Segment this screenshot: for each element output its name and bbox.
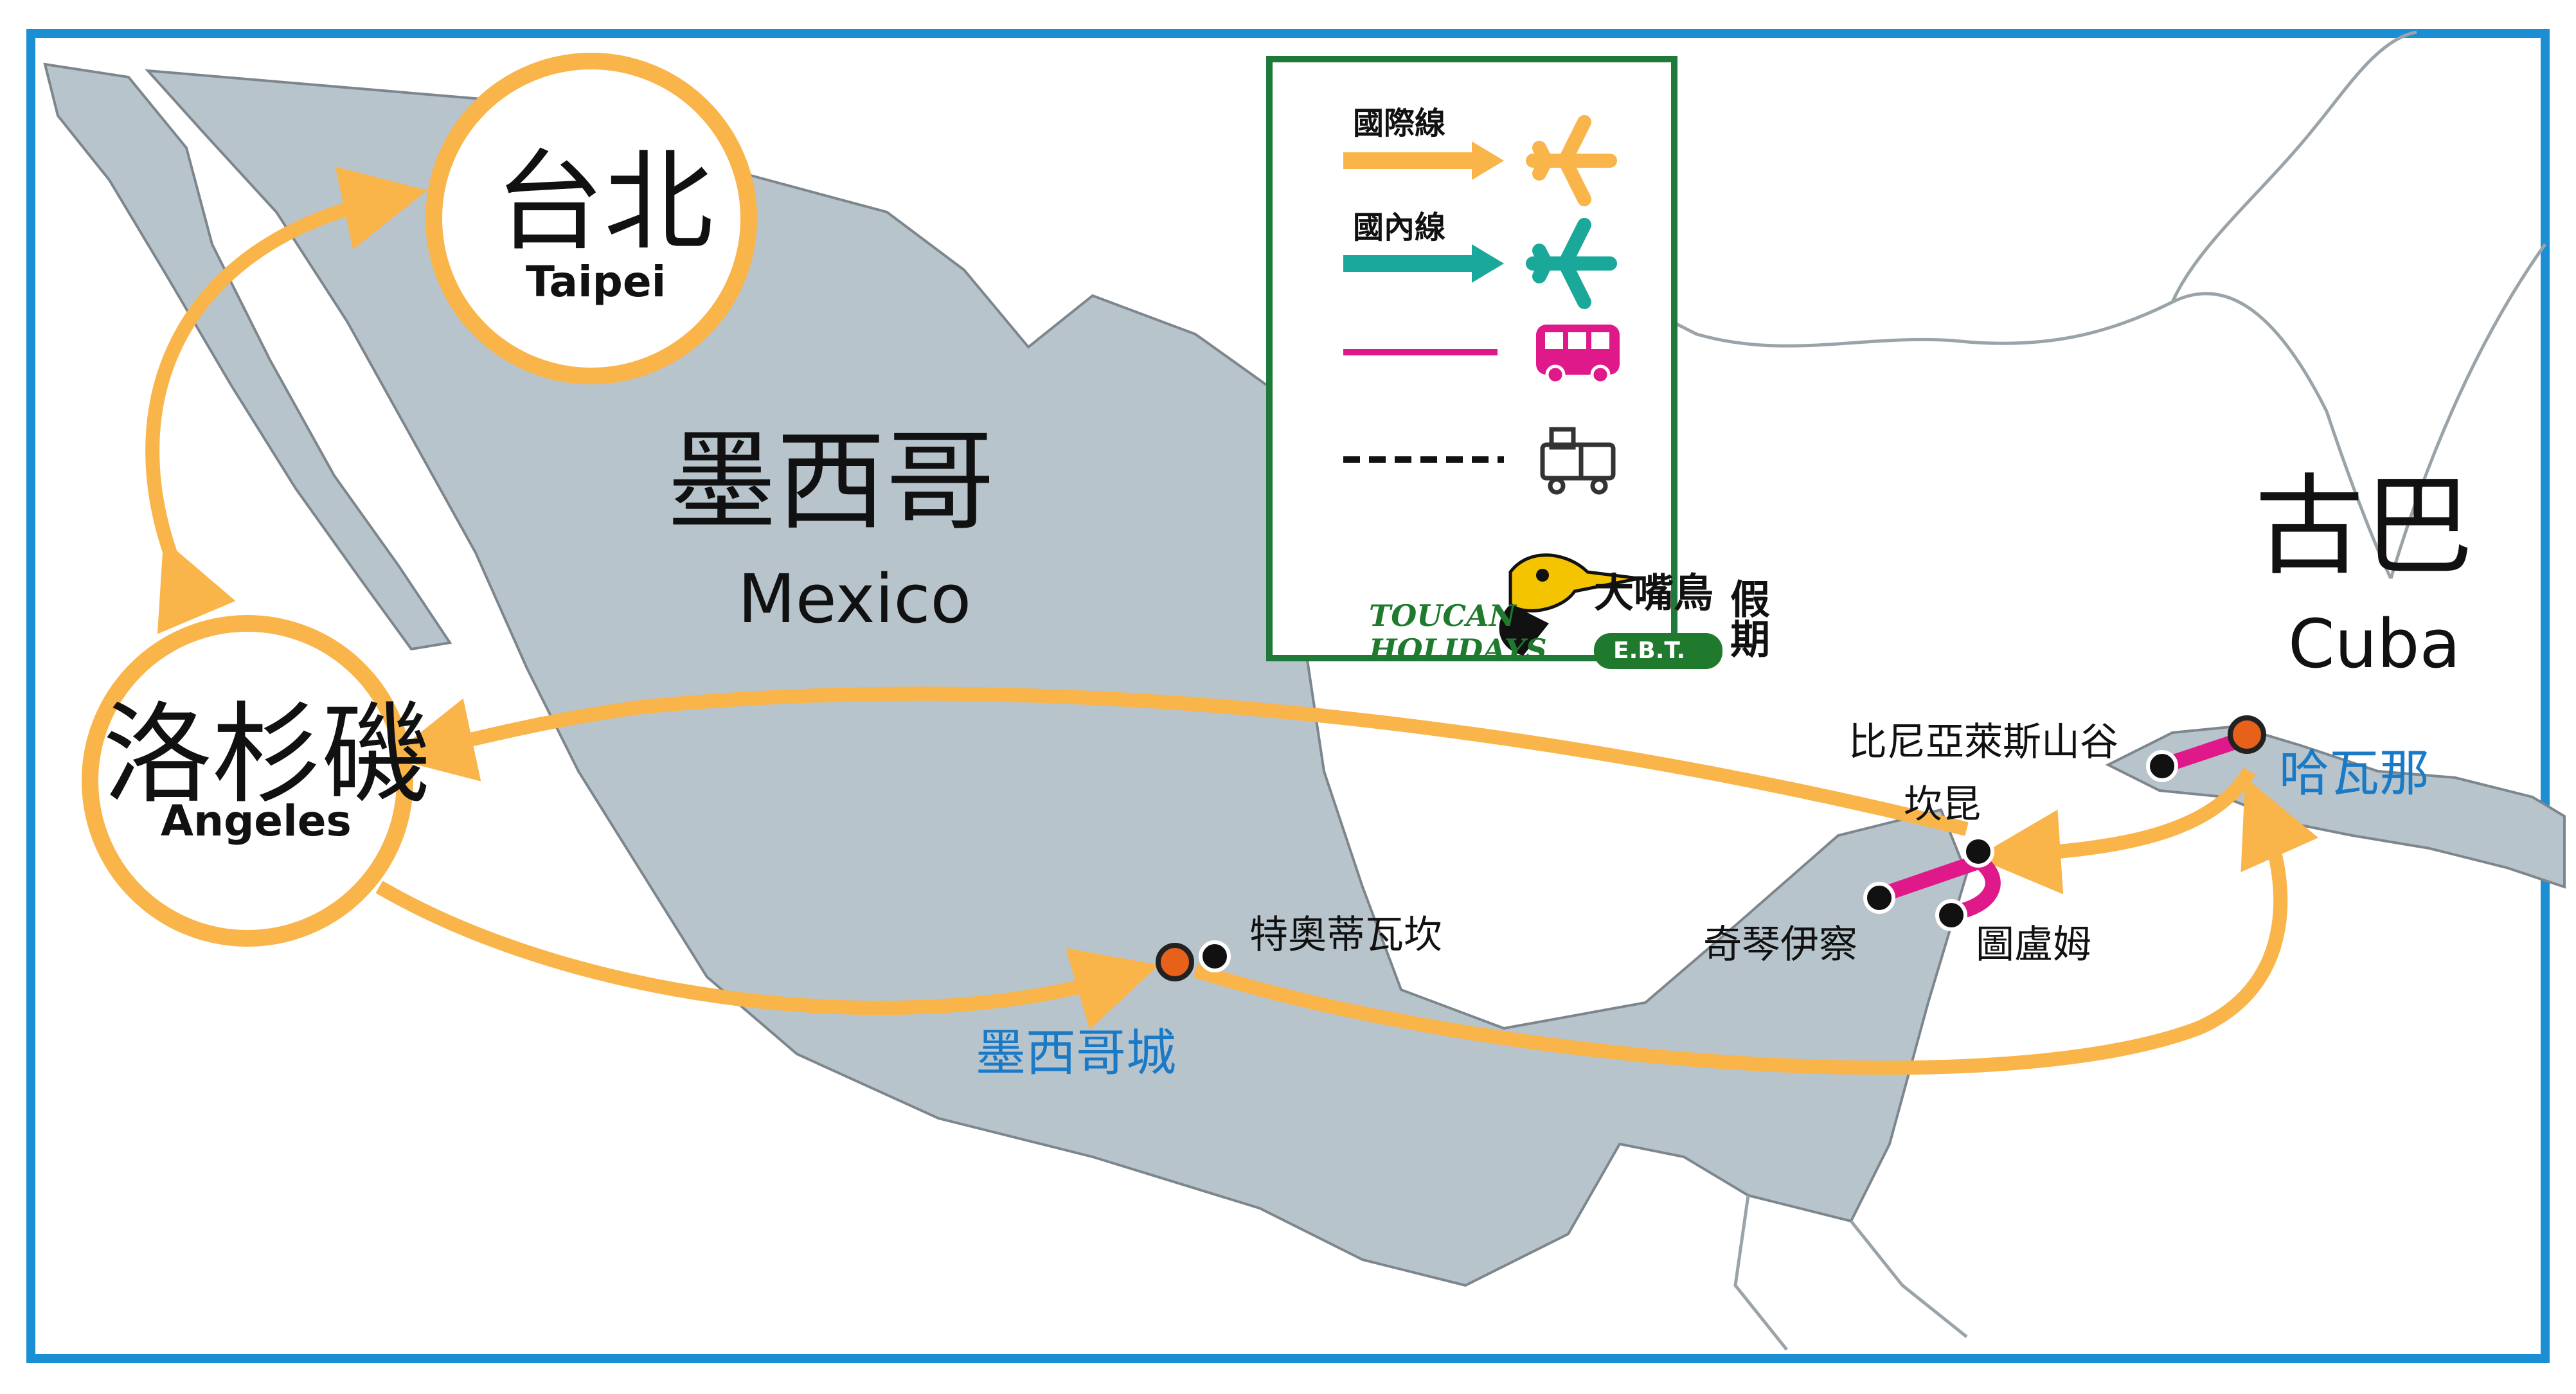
losangeles-label-en: Angeles: [161, 796, 352, 846]
mexico-city-marker: [1156, 943, 1194, 981]
brand-ebt-label: E.B.T.: [1613, 638, 1686, 664]
taipei-circle: [425, 53, 757, 384]
mexico-label-en: Mexico: [738, 560, 972, 638]
plane-icon-international: [1526, 115, 1617, 206]
legend-international-label: 國際線: [1353, 105, 1446, 141]
route-losangeles-mexicocity: [375, 880, 1159, 1030]
havana-marker: [2228, 715, 2266, 754]
route-mexicocity-havana: [1193, 777, 2319, 1075]
losangeles-label-zh: 洛杉磯: [103, 692, 431, 819]
cuba-label-en: Cuba: [2288, 605, 2461, 683]
havana-label: 哈瓦那: [2279, 745, 2430, 803]
legend-domestic-label: 國內線: [1353, 210, 1446, 246]
toucan-logo: [1499, 553, 1640, 656]
chichen-itza-label: 奇琴伊察: [1703, 922, 1857, 967]
teotihuacan-marker: [1199, 940, 1231, 972]
mexico-landmass: [145, 69, 1969, 1287]
brand-name-line1: TOUCAN: [1369, 598, 1516, 633]
losangeles-circle: [82, 615, 413, 947]
ebt-badge: [1594, 633, 1722, 669]
plane-icon-domestic: [1526, 218, 1617, 309]
brand-name-zh: 大嘴鳥: [1594, 569, 1714, 616]
map-frame: [26, 29, 2550, 1363]
cancun-label: 坎昆: [1904, 782, 1981, 827]
cuba-label-zh: 古巴: [2255, 463, 2474, 591]
central-america-coastline: [1733, 1195, 1968, 1351]
mexico-label-zh: 墨西哥: [667, 418, 996, 546]
cancun-marker: [1962, 836, 1994, 868]
chichen-itza-marker: [1863, 882, 1895, 914]
tulum-label: 圖盧姆: [1976, 922, 2091, 967]
route-taipei-losangeles: [145, 166, 427, 634]
brand-name-line2: HOLIDAYS: [1369, 632, 1547, 667]
tulum-marker: [1935, 899, 1967, 931]
vinales-marker: [2146, 750, 2178, 782]
florida-coastline: [2170, 30, 2417, 303]
east-coastline: [2389, 243, 2547, 579]
vinales-label: 比尼亞萊斯山谷: [1848, 720, 2118, 765]
route-cancun-losangeles: [389, 686, 1969, 836]
teotihuacan-label: 特奧蒂瓦坎: [1249, 913, 1442, 958]
route-havana-cancun: [1976, 767, 2256, 895]
taipei-label-en: Taipei: [526, 257, 666, 307]
bus-icon: [1536, 325, 1620, 385]
taipei-label-zh: 台北: [495, 139, 714, 266]
brand-name-zh-side: 假期: [1723, 578, 1770, 658]
train-icon: [1540, 427, 1616, 495]
mexico-city-label: 墨西哥城: [976, 1024, 1177, 1082]
